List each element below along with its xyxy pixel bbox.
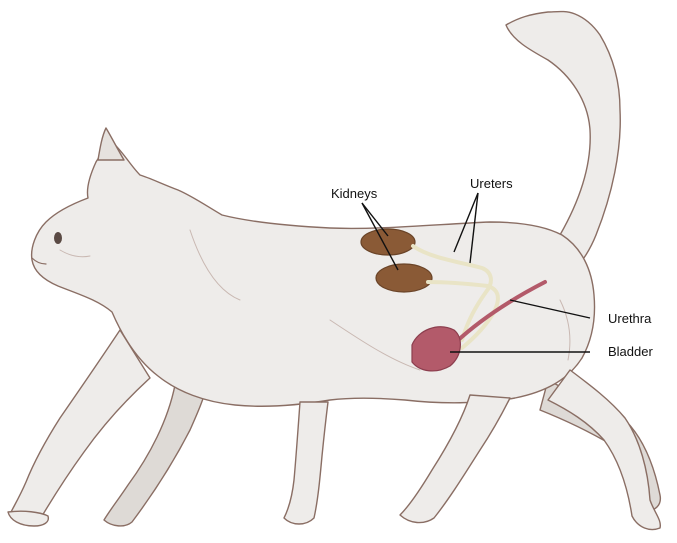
cat-illustration	[8, 12, 660, 530]
cat-mid-leg	[284, 402, 328, 524]
kidneys-label: Kidneys	[331, 186, 378, 201]
cat-eye	[54, 232, 62, 244]
cat-ear	[98, 128, 124, 160]
cat-near-front-paw	[8, 511, 48, 526]
cat-near-hind-leg	[400, 395, 510, 523]
kidney-lower	[376, 264, 432, 292]
urethra-label: Urethra	[608, 311, 652, 326]
bladder-label: Bladder	[608, 344, 653, 359]
ureters-label: Ureters	[470, 176, 513, 191]
